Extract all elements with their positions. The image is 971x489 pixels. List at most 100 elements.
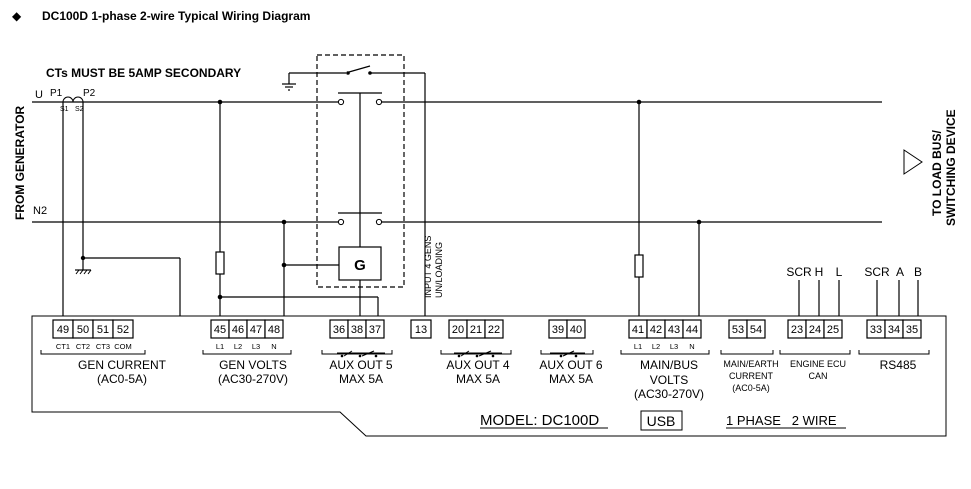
usb-label: USB: [647, 413, 676, 429]
terminal-number: 24: [809, 324, 821, 336]
terminal-sublabel: L1: [634, 342, 642, 351]
rs485-a-label: A: [896, 265, 904, 279]
input-label-2: UN/LOADING: [434, 242, 444, 298]
terminal-number: 53: [732, 324, 744, 336]
aux5-relay-icon: [337, 350, 385, 358]
caption-ecu-1: ENGINE ECU: [790, 359, 846, 369]
group-bracket: [779, 350, 851, 355]
terminal-number: 42: [650, 324, 662, 336]
terminal-number: 22: [488, 324, 500, 336]
terminal-sublabel: L3: [252, 342, 260, 351]
terminal-number: 33: [870, 324, 882, 336]
caption-aux5-1: AUX OUT 5: [329, 358, 392, 372]
terminal-box: [682, 319, 702, 339]
group-bracket: [321, 350, 393, 355]
can-h-label: H: [815, 265, 824, 279]
ct-note: CTs MUST BE 5AMP SECONDARY: [46, 66, 241, 80]
terminal-sublabel: N: [271, 342, 276, 351]
group-bracket: [202, 350, 292, 355]
ct-s1-label: S1: [60, 106, 69, 113]
terminal-number: 52: [117, 324, 129, 336]
aux-contact-blade: [348, 65, 371, 73]
terminal-number: 48: [268, 324, 280, 336]
terminal-number: 38: [351, 324, 363, 336]
terminal-number: 44: [686, 324, 698, 336]
terminal-number: 21: [470, 324, 482, 336]
gen-fuse-icon: [215, 251, 225, 275]
aux6-relay-icon: [550, 350, 585, 358]
from-generator-label: FROM GENERATOR: [13, 105, 27, 220]
rs485-b-label: B: [914, 265, 922, 279]
terminal-number: 23: [791, 324, 803, 336]
terminal-sublabel: L2: [652, 342, 660, 351]
group-bracket: [720, 350, 774, 355]
caption-aux6-1: AUX OUT 6: [539, 358, 602, 372]
line-n-label: N2: [33, 205, 47, 217]
terminal-number: 41: [632, 324, 644, 336]
caption-gen-current-2: (AC0-5A): [97, 372, 147, 386]
caption-earth-2: CURRENT: [729, 371, 774, 381]
terminal-number: 49: [57, 324, 69, 336]
terminal-number: 34: [888, 324, 900, 336]
terminal-number: 51: [97, 324, 109, 336]
terminal-box: [902, 319, 922, 339]
group-bracket: [40, 350, 146, 355]
terminal-box: [566, 319, 586, 339]
generator-coil-label: G: [354, 257, 366, 274]
terminal-sublabel: L2: [234, 342, 242, 351]
terminal-sublabel: COM: [114, 342, 132, 351]
usb-port-box: [640, 410, 683, 431]
ct-s2-label: S2: [75, 106, 84, 113]
terminal-number: 25: [827, 324, 839, 336]
caption-gen-volts-2: (AC30-270V): [218, 372, 288, 386]
caption-rs485: RS485: [880, 358, 917, 372]
terminal-sublabel: N: [689, 342, 694, 351]
terminal-number: 37: [369, 324, 381, 336]
terminal-sublabel: L1: [216, 342, 224, 351]
load-arrow-icon: [903, 149, 923, 175]
ct-coil-2-icon: [72, 96, 84, 103]
terminal-number: 40: [570, 324, 582, 336]
phase-label: 1 PHASE 2 WIRE: [726, 413, 837, 428]
caption-main-bus-3: (AC30-270V): [634, 387, 704, 401]
caption-gen-current-1: GEN CURRENT: [78, 358, 167, 372]
terminal-number: 54: [750, 324, 762, 336]
ct-p1-label: P1: [50, 88, 63, 99]
terminal-box: [746, 319, 766, 339]
caption-aux4-2: MAX 5A: [456, 372, 500, 386]
terminal-number: 46: [232, 324, 244, 336]
group-bracket: [440, 350, 512, 355]
to-load-label-2: SWITCHING DEVICE: [944, 109, 958, 226]
rs485-scr-label: SCR: [864, 265, 890, 279]
title-bullet: ◆: [12, 9, 22, 23]
terminal-number: 50: [77, 324, 89, 336]
terminal-box: [264, 319, 284, 339]
terminal-box: [112, 319, 134, 339]
input-label-1: INPUT 4 GENS: [423, 236, 433, 298]
caption-main-bus-2: VOLTS: [650, 373, 688, 387]
ct-coil-1-icon: [62, 96, 74, 103]
caption-aux4-1: AUX OUT 4: [446, 358, 509, 372]
mains-fuse-icon: [634, 254, 644, 278]
group-bracket: [620, 350, 710, 355]
diagram-title: DC100D 1-phase 2-wire Typical Wiring Dia…: [42, 9, 310, 23]
terminal-number: 20: [452, 324, 464, 336]
caption-main-bus-1: MAIN/BUS: [640, 358, 698, 372]
terminal-number: 47: [250, 324, 262, 336]
to-load-label-1: TO LOAD BUS/: [930, 130, 944, 216]
generator-coil-box: [338, 246, 382, 281]
earth-icon: [75, 269, 92, 275]
terminal-box: [410, 319, 432, 339]
aux4-relay-icon: [454, 350, 502, 358]
terminal-number: 35: [906, 324, 918, 336]
terminal-sublabel: L3: [670, 342, 678, 351]
caption-gen-volts-1: GEN VOLTS: [219, 358, 287, 372]
can-scr-label: SCR: [786, 265, 812, 279]
caption-aux5-2: MAX 5A: [339, 372, 383, 386]
earth-icon: [282, 83, 296, 91]
ct-p2-label: P2: [83, 88, 96, 99]
terminal-box: [484, 319, 504, 339]
terminal-number: 43: [668, 324, 680, 336]
